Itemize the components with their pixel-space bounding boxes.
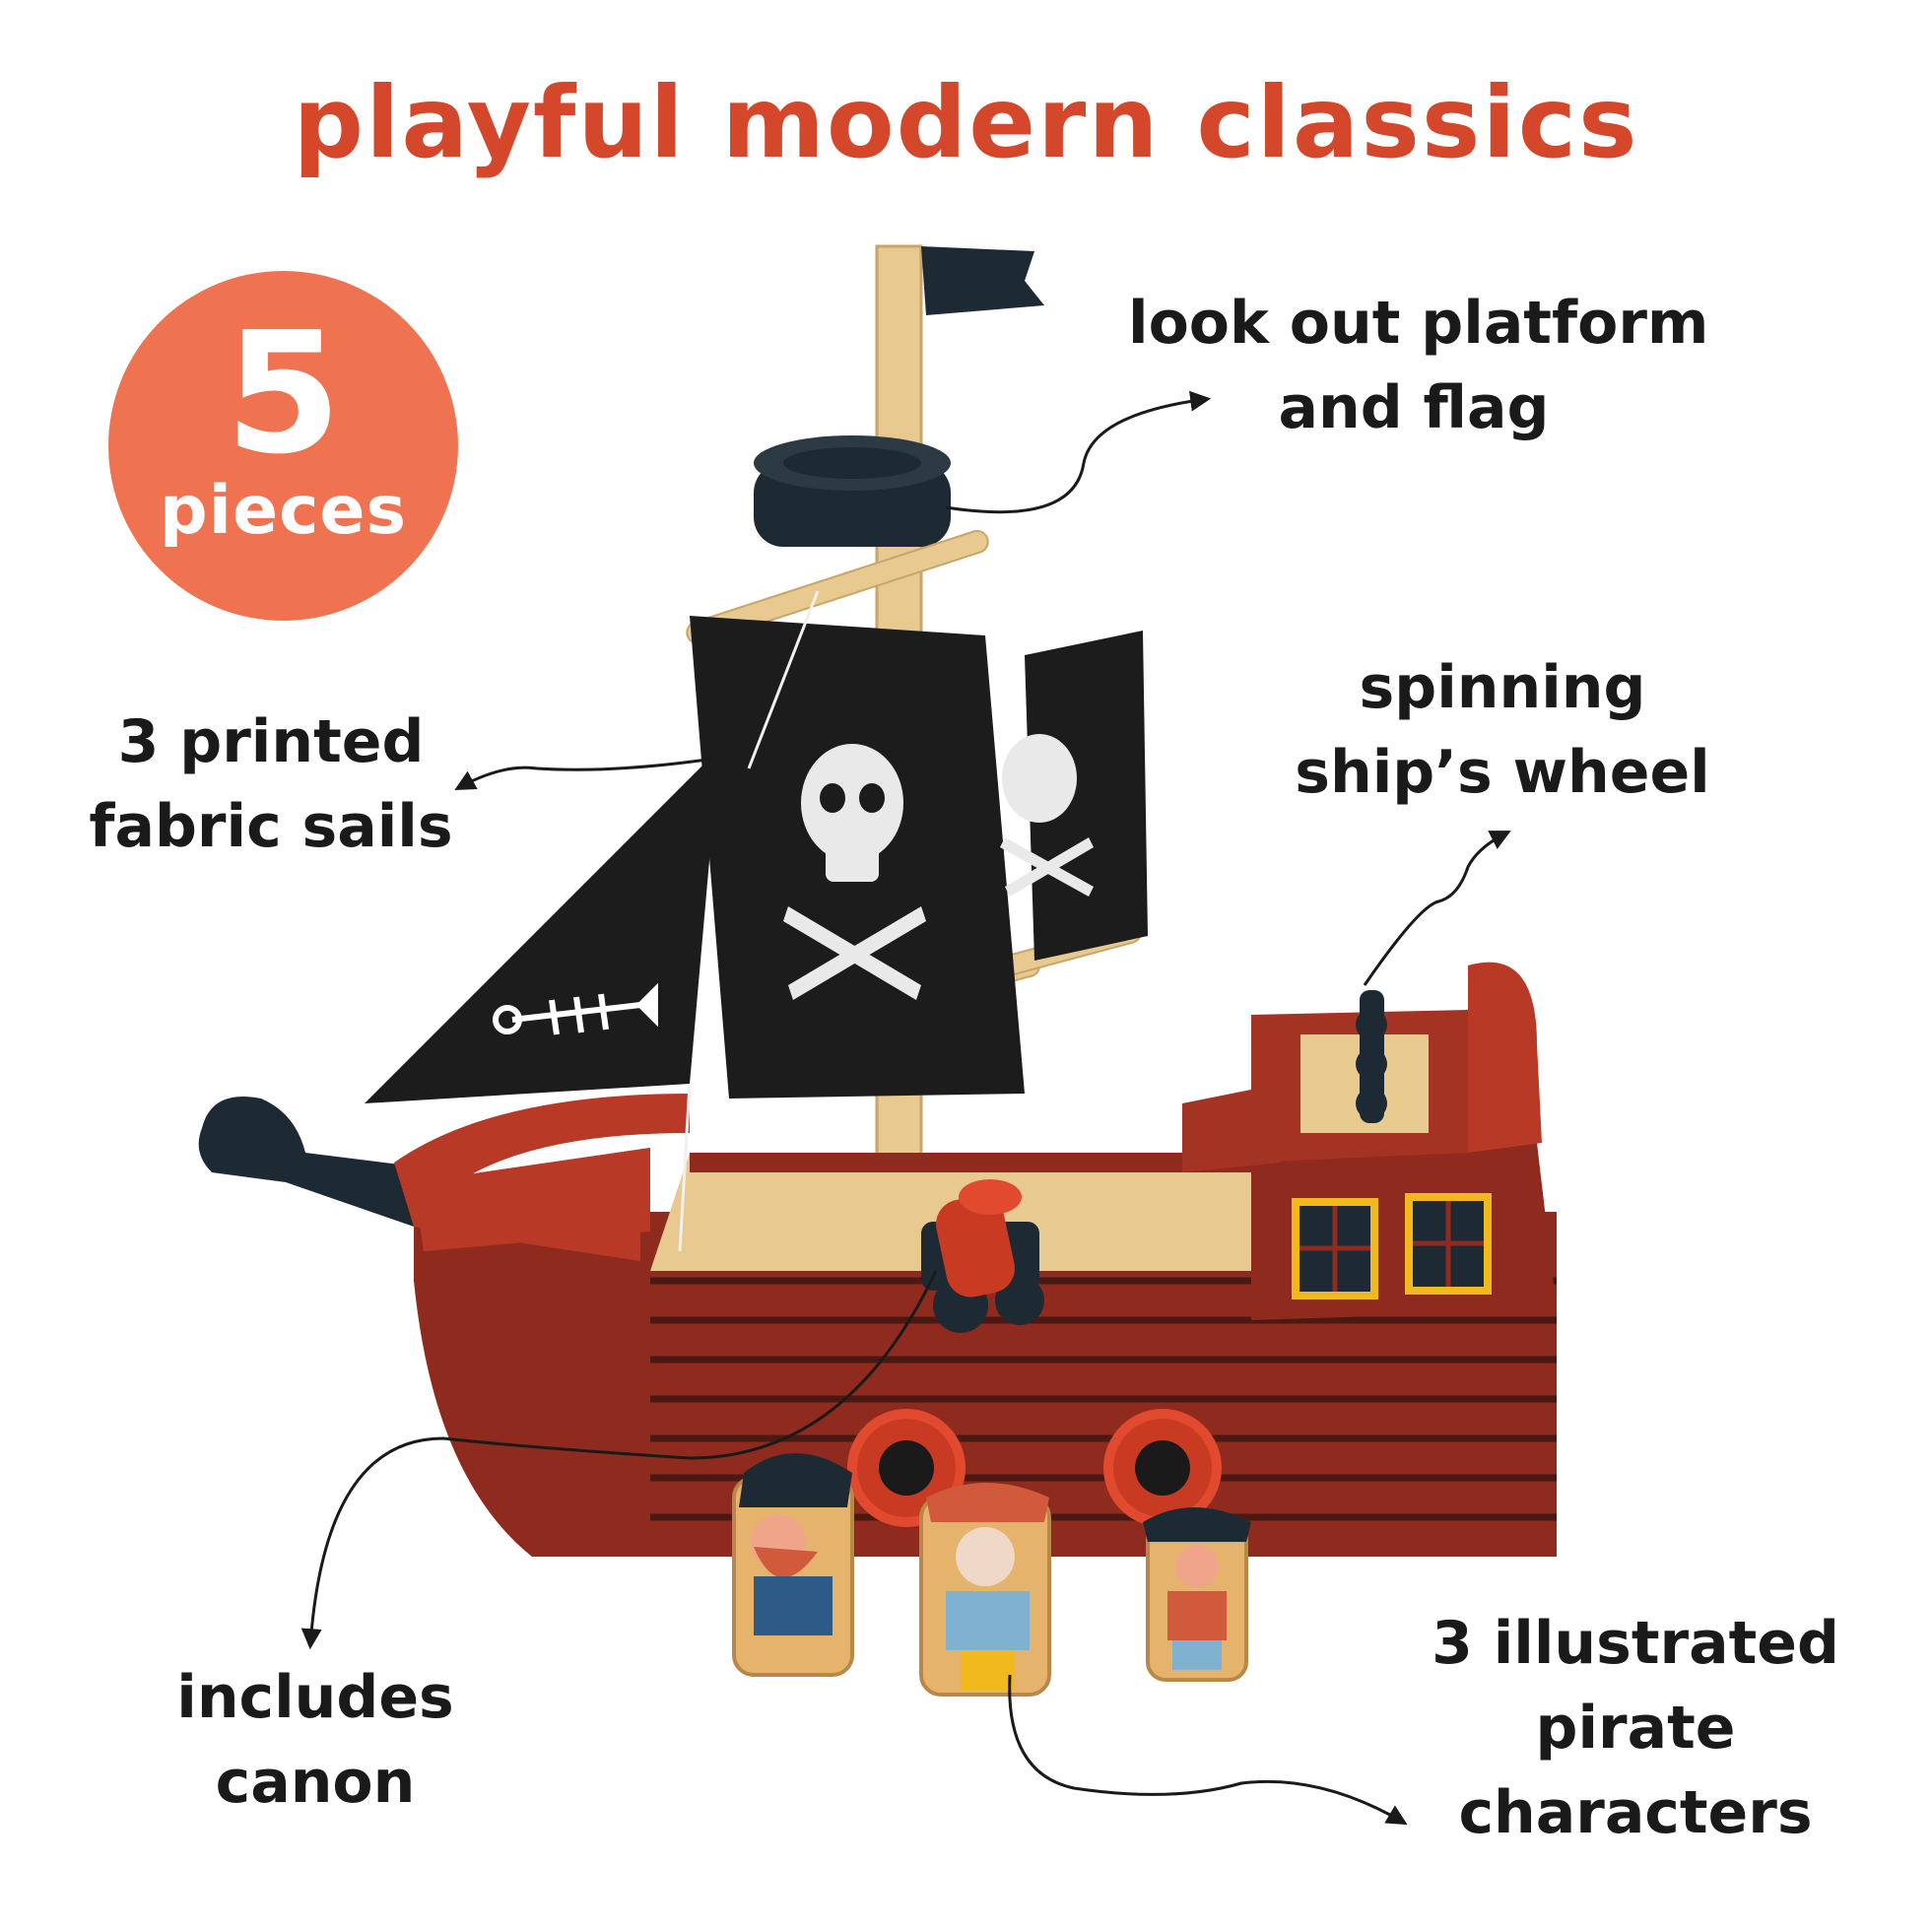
callout-pirates-line1: 3 illustrated <box>1432 1609 1839 1678</box>
callout-canon-line1: includes <box>176 1663 454 1732</box>
pirate-figure-captain <box>732 1453 854 1677</box>
arrow-sails <box>454 757 715 791</box>
pieces-count: 5 <box>225 297 342 492</box>
flag <box>921 246 1044 315</box>
pieces-count-badge: 5 pieces <box>108 271 458 621</box>
headline: playful modern classics <box>293 65 1639 180</box>
callout-pirates-line3: characters <box>1458 1778 1813 1847</box>
arrow-canon <box>300 1270 938 1650</box>
arrow-pirates <box>1008 1674 1408 1826</box>
stern-windows <box>1292 1193 1492 1299</box>
bow-figurehead <box>198 1097 424 1227</box>
callout-pirate-characters: 3 illustrated pirate characters <box>1429 1601 1842 1855</box>
lookout-platform <box>754 435 951 547</box>
callout-lookout-line1: look out platform <box>1128 289 1709 358</box>
jib-sail <box>365 749 719 1103</box>
callout-fabric-sails: 3 printed fabric sails <box>84 700 458 869</box>
callout-wheel-line2: ship’s wheel <box>1295 738 1710 807</box>
arrow-wheel <box>1363 831 1511 986</box>
bow-rail <box>394 1094 690 1261</box>
callout-pirates-line2: pirate <box>1535 1694 1736 1763</box>
callout-ships-wheel: spinning ship’s wheel <box>1291 645 1714 815</box>
callout-lookout-platform: look out platform and flag <box>1128 281 1709 450</box>
callout-canon: includes canon <box>153 1655 478 1825</box>
callout-sails-line1: 3 printed <box>117 707 425 776</box>
skull-print <box>783 744 926 1000</box>
cannon <box>921 1179 1044 1333</box>
callout-canon-line2: canon <box>215 1748 416 1817</box>
callout-wheel-line1: spinning <box>1359 653 1646 722</box>
callout-lookout-line2: and flag <box>1278 373 1550 442</box>
fishbone-print <box>493 982 658 1035</box>
stern-back <box>1468 962 1542 1153</box>
ship-wheel <box>1356 990 1387 1123</box>
pieces-label: pieces <box>159 472 407 550</box>
arrow-lookout <box>945 390 1212 514</box>
callout-sails-line2: fabric sails <box>89 792 453 861</box>
pirate-figure-boy <box>1143 1507 1251 1682</box>
pirate-figure-cook <box>919 1483 1051 1697</box>
